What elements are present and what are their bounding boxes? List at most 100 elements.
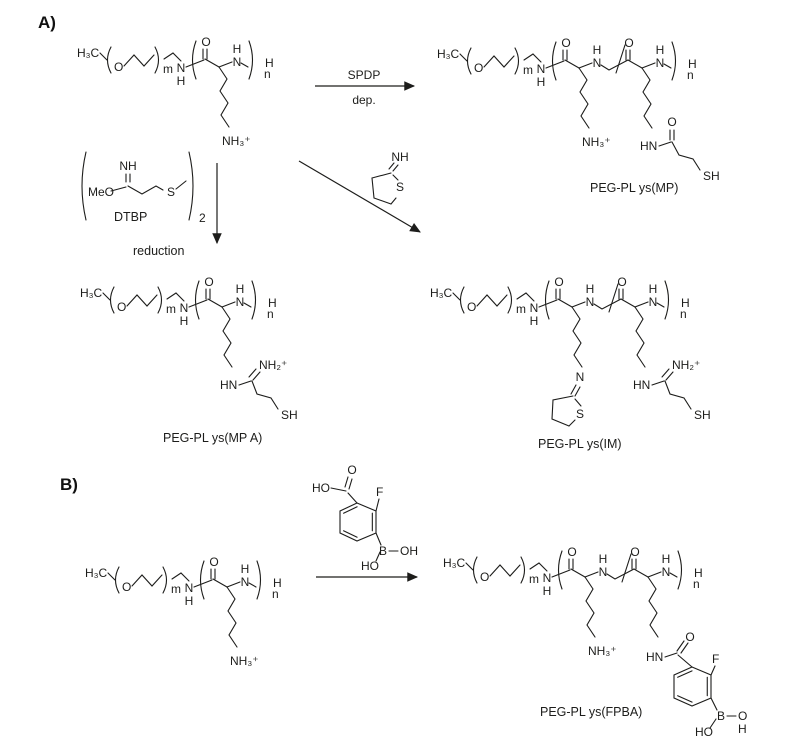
atom-label: O <box>114 60 123 74</box>
atom-label: N <box>180 301 189 315</box>
chain-bonds <box>131 574 163 587</box>
bond <box>392 174 399 181</box>
chain-bonds <box>251 380 279 410</box>
bracket <box>154 46 160 74</box>
atom-label: HN <box>633 378 650 392</box>
atom-label: O <box>209 555 218 569</box>
double-bond <box>252 371 261 381</box>
atom-label: H₃C <box>437 47 460 61</box>
double-bond <box>392 164 399 172</box>
double-bond <box>348 478 353 490</box>
chain-bonds <box>523 53 542 63</box>
bracket <box>106 46 112 74</box>
atom-label: S <box>576 407 584 421</box>
bond <box>658 141 672 147</box>
atom-label: N <box>241 575 250 589</box>
atom-label: HN <box>220 378 237 392</box>
bracket <box>194 280 200 320</box>
bond <box>188 299 208 308</box>
bond <box>375 498 380 512</box>
bond <box>110 186 127 192</box>
atom-label: m <box>171 582 181 596</box>
atom-label: H <box>586 282 595 296</box>
chain-bonds <box>126 294 158 307</box>
bracket <box>199 560 205 600</box>
chain-bonds <box>593 298 622 310</box>
atom-label: N <box>662 565 671 579</box>
bond <box>677 654 693 668</box>
condition-label-dep: dep. <box>352 93 375 107</box>
atom-label: N <box>576 370 585 384</box>
chain-bonds <box>476 294 508 307</box>
double-bond <box>680 642 689 654</box>
atom-label: H <box>177 74 186 88</box>
atom-label: O <box>617 275 626 289</box>
bond <box>551 569 571 578</box>
aromatic-double-bond <box>677 695 693 703</box>
double-bond <box>665 371 674 381</box>
atom-label: O <box>630 545 639 559</box>
lysine-side-chain <box>584 576 596 638</box>
lysine-side-chain <box>647 576 659 638</box>
big-paren-left <box>81 151 87 221</box>
atom-label: SH <box>694 408 711 422</box>
benzene-ring <box>673 666 712 707</box>
atom-label: O <box>467 300 476 314</box>
condition-label-reduction: reduction <box>133 244 184 258</box>
atom-label: H <box>185 594 194 608</box>
atom-label: O <box>204 275 213 289</box>
atom-label: NH₃⁺ <box>588 644 617 658</box>
bracket <box>514 47 520 75</box>
double-bond <box>570 384 577 395</box>
bond <box>568 419 576 427</box>
chain-bonds <box>166 292 185 302</box>
atom-label: NH <box>119 159 136 173</box>
product-label-mp: PEG-PL ys(MP) <box>590 181 678 195</box>
atom-label: F <box>712 652 719 666</box>
aromatic-double-bond <box>342 506 358 514</box>
chain-bonds <box>171 572 190 582</box>
atom-label: H₃C <box>430 286 453 300</box>
lysine-side-chain <box>634 306 646 368</box>
arrow-iminothiolane <box>298 160 421 233</box>
bracket <box>459 286 465 314</box>
atom-label: O <box>122 580 131 594</box>
double-bond <box>388 162 395 170</box>
atom-label: H <box>694 566 703 580</box>
atom-label: O <box>685 630 694 644</box>
bond <box>193 579 213 588</box>
atom-label: O <box>561 36 570 50</box>
atom-label: HO <box>695 725 713 739</box>
double-bond <box>661 368 670 378</box>
atom-label: MeO <box>88 185 114 199</box>
atom-label: H <box>537 75 546 89</box>
atom-label: H <box>738 722 747 736</box>
copolymer-slash <box>615 44 626 74</box>
atom-label: H <box>656 43 665 57</box>
atom-label: H <box>236 282 245 296</box>
bond <box>221 301 236 308</box>
bond <box>330 487 347 492</box>
bracket <box>677 550 683 590</box>
bond <box>347 492 358 504</box>
atom-label: N <box>236 295 245 309</box>
lysine-side-chain <box>221 306 233 368</box>
bond <box>663 63 672 69</box>
bond <box>574 398 582 407</box>
bond <box>207 298 223 308</box>
atom-label: O <box>554 275 563 289</box>
aromatic-double-bond <box>677 670 693 678</box>
bond <box>185 59 205 68</box>
atom-label: N <box>649 295 658 309</box>
bond <box>633 568 649 578</box>
atom-label: B <box>379 544 387 558</box>
bond <box>564 59 580 69</box>
atom-label: H₃C <box>80 286 103 300</box>
atom-label: S <box>396 180 404 194</box>
